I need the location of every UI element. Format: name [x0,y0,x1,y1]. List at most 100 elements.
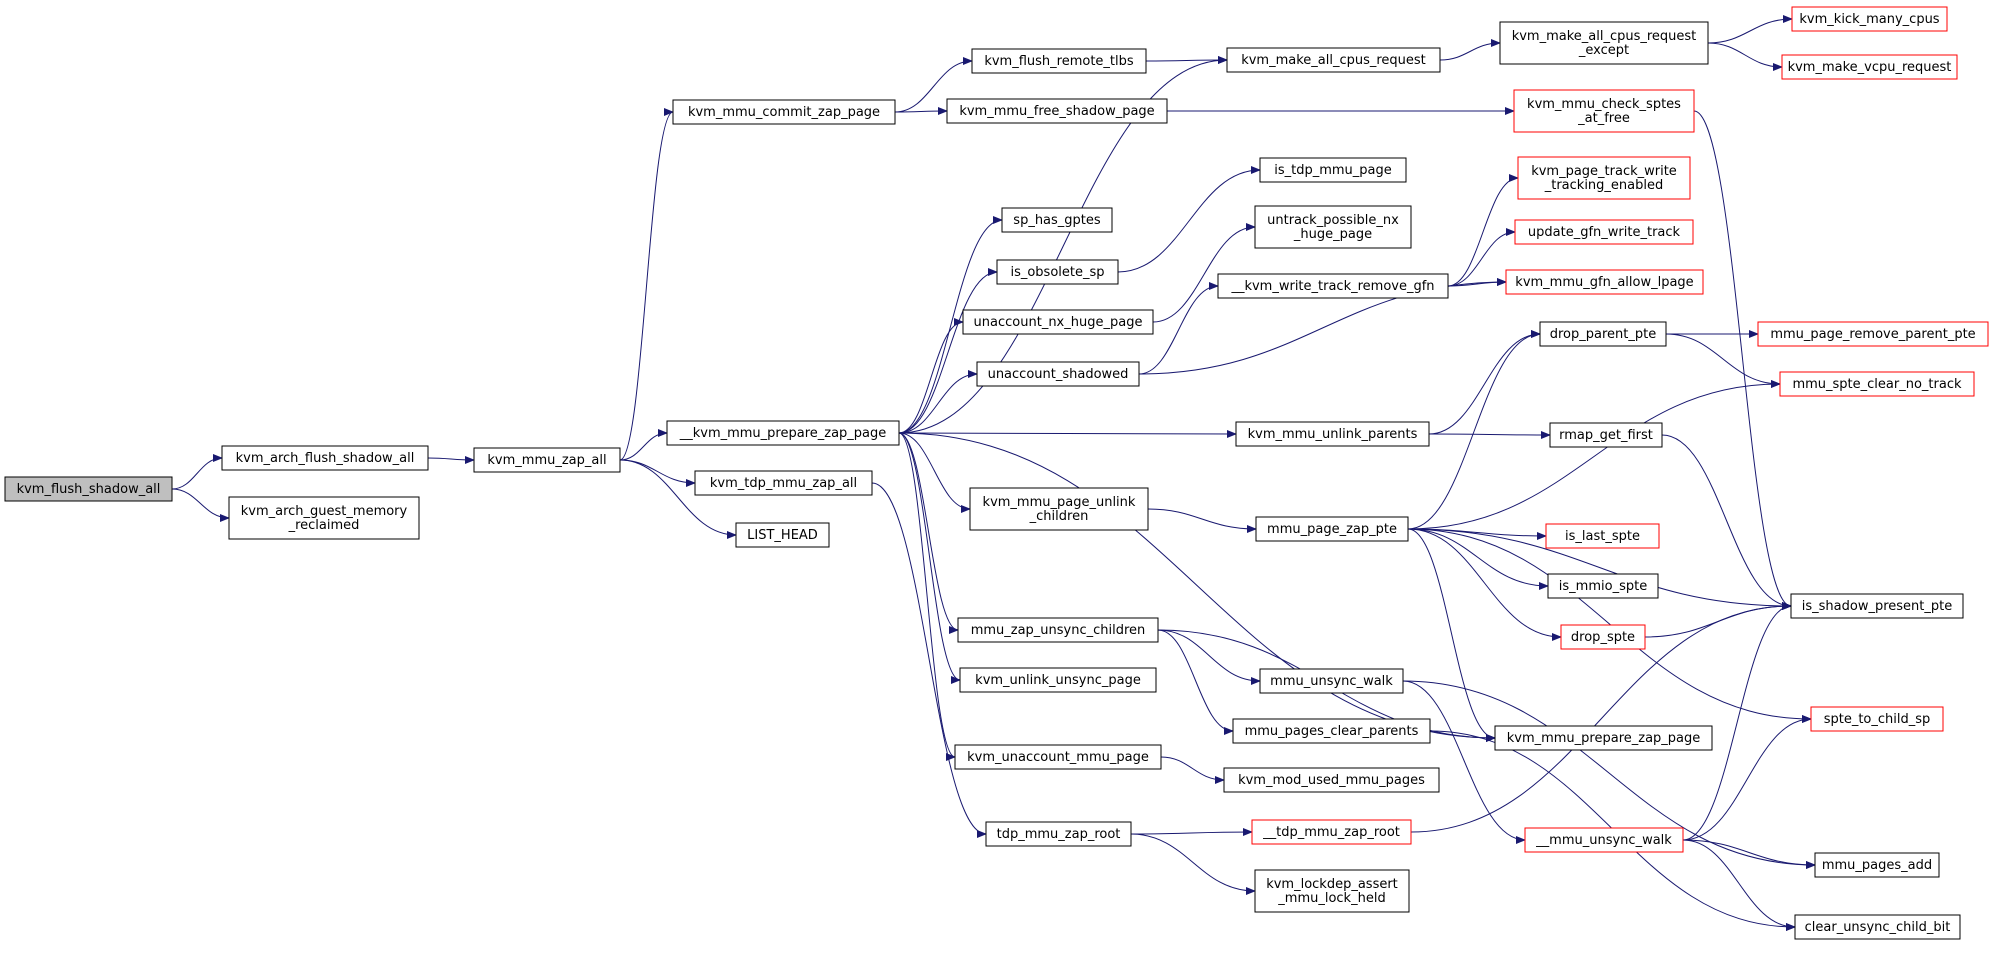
node-box [672,99,896,125]
node-clear-unsync-child-bit[interactable]: clear_unsync_child_bit [1794,914,1961,940]
node-box [1524,827,1684,853]
node-label: spte_to_child_sp [1824,712,1931,727]
node-kvm-tdp-mmu-zap-all[interactable]: kvm_tdp_mmu_zap_all [694,470,873,496]
node-mmu-unsync-walk[interactable]: __mmu_unsync_walk [1524,827,1684,853]
node-label: _mmu_lock_held [1277,891,1385,906]
node-box [1217,273,1449,299]
node-tdp-mmu-zap-root[interactable]: __tdp_mmu_zap_root [1251,819,1412,845]
node-kvm-mmu-page-unlink-children[interactable]: kvm_mmu_page_unlink_children [969,487,1149,531]
call-edge [1157,629,1234,735]
node-kvm-flush-shadow-all[interactable]: kvm_flush_shadow_all [4,476,173,502]
call-edge [1407,330,1541,530]
node-drop-parent-pte[interactable]: drop_parent_pte [1539,321,1667,347]
node-kvm-unlink-unsync-page[interactable]: kvm_unlink_unsync_page [959,667,1157,693]
node-box [1494,725,1713,751]
node-kvm-kick-many-cpus[interactable]: kvm_kick_many_cpus [1791,6,1948,32]
node-label: _children [1029,509,1089,524]
call-edge [1407,528,1812,723]
node-kvm-mmu-prepare-zap-page[interactable]: __kvm_mmu_prepare_zap_page [666,420,900,446]
node-mmu-unsync-walk[interactable]: mmu_unsync_walk [1259,668,1404,694]
call-edge [1439,39,1501,61]
node-is-obsolete-sp[interactable]: is_obsolete_sp [996,259,1119,285]
node-label: __tdp_mmu_zap_root [1262,825,1400,840]
node-kvm-arch-flush-shadow-all[interactable]: kvm_arch_flush_shadow_all [221,445,429,471]
node-box [735,522,830,548]
call-edge [1145,56,1228,65]
node-label: LIST_HEAD [747,528,818,543]
node-label: _tracking_enabled [1544,178,1664,193]
node-rmap-get-first[interactable]: rmap_get_first [1549,422,1663,448]
node-unaccount-shadowed[interactable]: unaccount_shadowed [976,361,1140,387]
node-box [1254,205,1412,249]
node-spte-to-child-sp[interactable]: spte_to_child_sp [1810,706,1944,732]
node-is-tdp-mmu-page[interactable]: is_tdp_mmu_page [1259,157,1407,183]
call-edge [1402,680,1526,844]
node-list-head[interactable]: LIST_HEAD [735,522,830,548]
node-mmu-pages-add[interactable]: mmu_pages_add [1814,852,1940,878]
node-kvm-make-all-cpus-request-except[interactable]: kvm_make_all_cpus_request_except [1499,21,1709,65]
node-mmu-pages-clear-parents[interactable]: mmu_pages_clear_parents [1232,718,1431,744]
node-sp-has-gptes[interactable]: sp_has_gptes [1001,207,1113,233]
node-tdp-mmu-zap-root[interactable]: tdp_mmu_zap_root [985,821,1132,847]
node-label: update_gfn_write_track [1528,225,1681,240]
call-edges [171,15,1816,931]
call-edge [898,432,961,684]
node-mmu-spte-clear-no-track[interactable]: mmu_spte_clear_no_track [1779,371,1975,397]
node-mmu-page-remove-parent-pte[interactable]: mmu_page_remove_parent_pte [1757,321,1989,347]
node-label: kvm_tdp_mmu_zap_all [710,476,857,491]
node-box [969,487,1149,531]
call-edge [898,432,959,634]
node-kvm-mmu-commit-zap-page[interactable]: kvm_mmu_commit_zap_page [672,99,896,125]
node-kvm-mmu-unlink-parents[interactable]: kvm_mmu_unlink_parents [1235,421,1430,447]
node-label: _at_free [1577,111,1630,126]
node-kvm-make-vcpu-request[interactable]: kvm_make_vcpu_request [1781,54,1958,80]
node-kvm-unaccount-mmu-page[interactable]: kvm_unaccount_mmu_page [954,744,1162,770]
node-mmu-zap-unsync-children[interactable]: mmu_zap_unsync_children [957,617,1159,643]
node-kvm-mmu-prepare-zap-page[interactable]: kvm_mmu_prepare_zap_page [1494,725,1713,751]
call-edge [1428,330,1541,435]
call-edge [1665,333,1781,388]
node-kvm-page-track-write-tracking-enabled[interactable]: kvm_page_track_write_tracking_enabled [1517,156,1691,200]
node-is-shadow-present-pte[interactable]: is_shadow_present_pte [1790,593,1964,619]
node-label: tdp_mmu_zap_root [997,827,1121,842]
node-kvm-lockdep-assert-mmu-lock-held[interactable]: kvm_lockdep_assert_mmu_lock_held [1254,869,1410,913]
node-label: kvm_arch_flush_shadow_all [236,451,415,466]
node-unaccount-nx-huge-page[interactable]: unaccount_nx_huge_page [962,309,1154,335]
node-kvm-mmu-check-sptes-at-free[interactable]: kvm_mmu_check_sptes_at_free [1513,89,1695,133]
node-mmu-page-zap-pte[interactable]: mmu_page_zap_pte [1255,516,1409,542]
node-box [1254,869,1410,913]
node-label: is_shadow_present_pte [1802,599,1952,614]
node-kvm-mmu-gfn-allow-lpage[interactable]: kvm_mmu_gfn_allow_lpage [1505,269,1704,295]
node-box [1513,89,1695,133]
node-drop-spte[interactable]: drop_spte [1560,624,1646,650]
call-edge [427,455,475,464]
node-is-last-spte[interactable]: is_last_spte [1545,523,1660,549]
node-kvm-mod-used-mmu-pages[interactable]: kvm_mod_used_mmu_pages [1223,767,1440,793]
node-kvm-arch-guest-memory-reclaimed[interactable]: kvm_arch_guest_memory_reclaimed [228,496,420,540]
node-box [228,496,420,540]
node-kvm-make-all-cpus-request[interactable]: kvm_make_all_cpus_request [1226,47,1441,73]
node-box [946,98,1168,124]
node-kvm-mmu-zap-all[interactable]: kvm_mmu_zap_all [473,447,621,473]
node-untrack-possible-nx-huge-page[interactable]: untrack_possible_nx_huge_page [1254,205,1412,249]
node-is-mmio-spte[interactable]: is_mmio_spte [1547,573,1659,599]
call-edge [898,432,956,761]
node-label: _reclaimed [288,518,360,533]
node-box [1517,156,1691,200]
node-kvm-flush-remote-tlbs[interactable]: kvm_flush_remote_tlbs [971,48,1147,74]
node-label: untrack_possible_nx [1267,213,1399,228]
call-edge [898,318,964,434]
node-update-gfn-write-track[interactable]: update_gfn_write_track [1514,219,1694,245]
call-edge [898,56,1228,434]
node-kvm-mmu-free-shadow-page[interactable]: kvm_mmu_free_shadow_page [946,98,1168,124]
call-edge [1157,629,1261,685]
call-edge [1428,430,1551,439]
call-edge [619,459,696,487]
node-box [1232,718,1431,744]
node-box [1539,321,1667,347]
node-kvm-write-track-remove-gfn[interactable]: __kvm_write_track_remove_gfn [1217,273,1449,299]
node-box [1560,624,1646,650]
node-box [694,470,873,496]
call-edge [1707,15,1793,44]
call-edge [171,454,223,490]
